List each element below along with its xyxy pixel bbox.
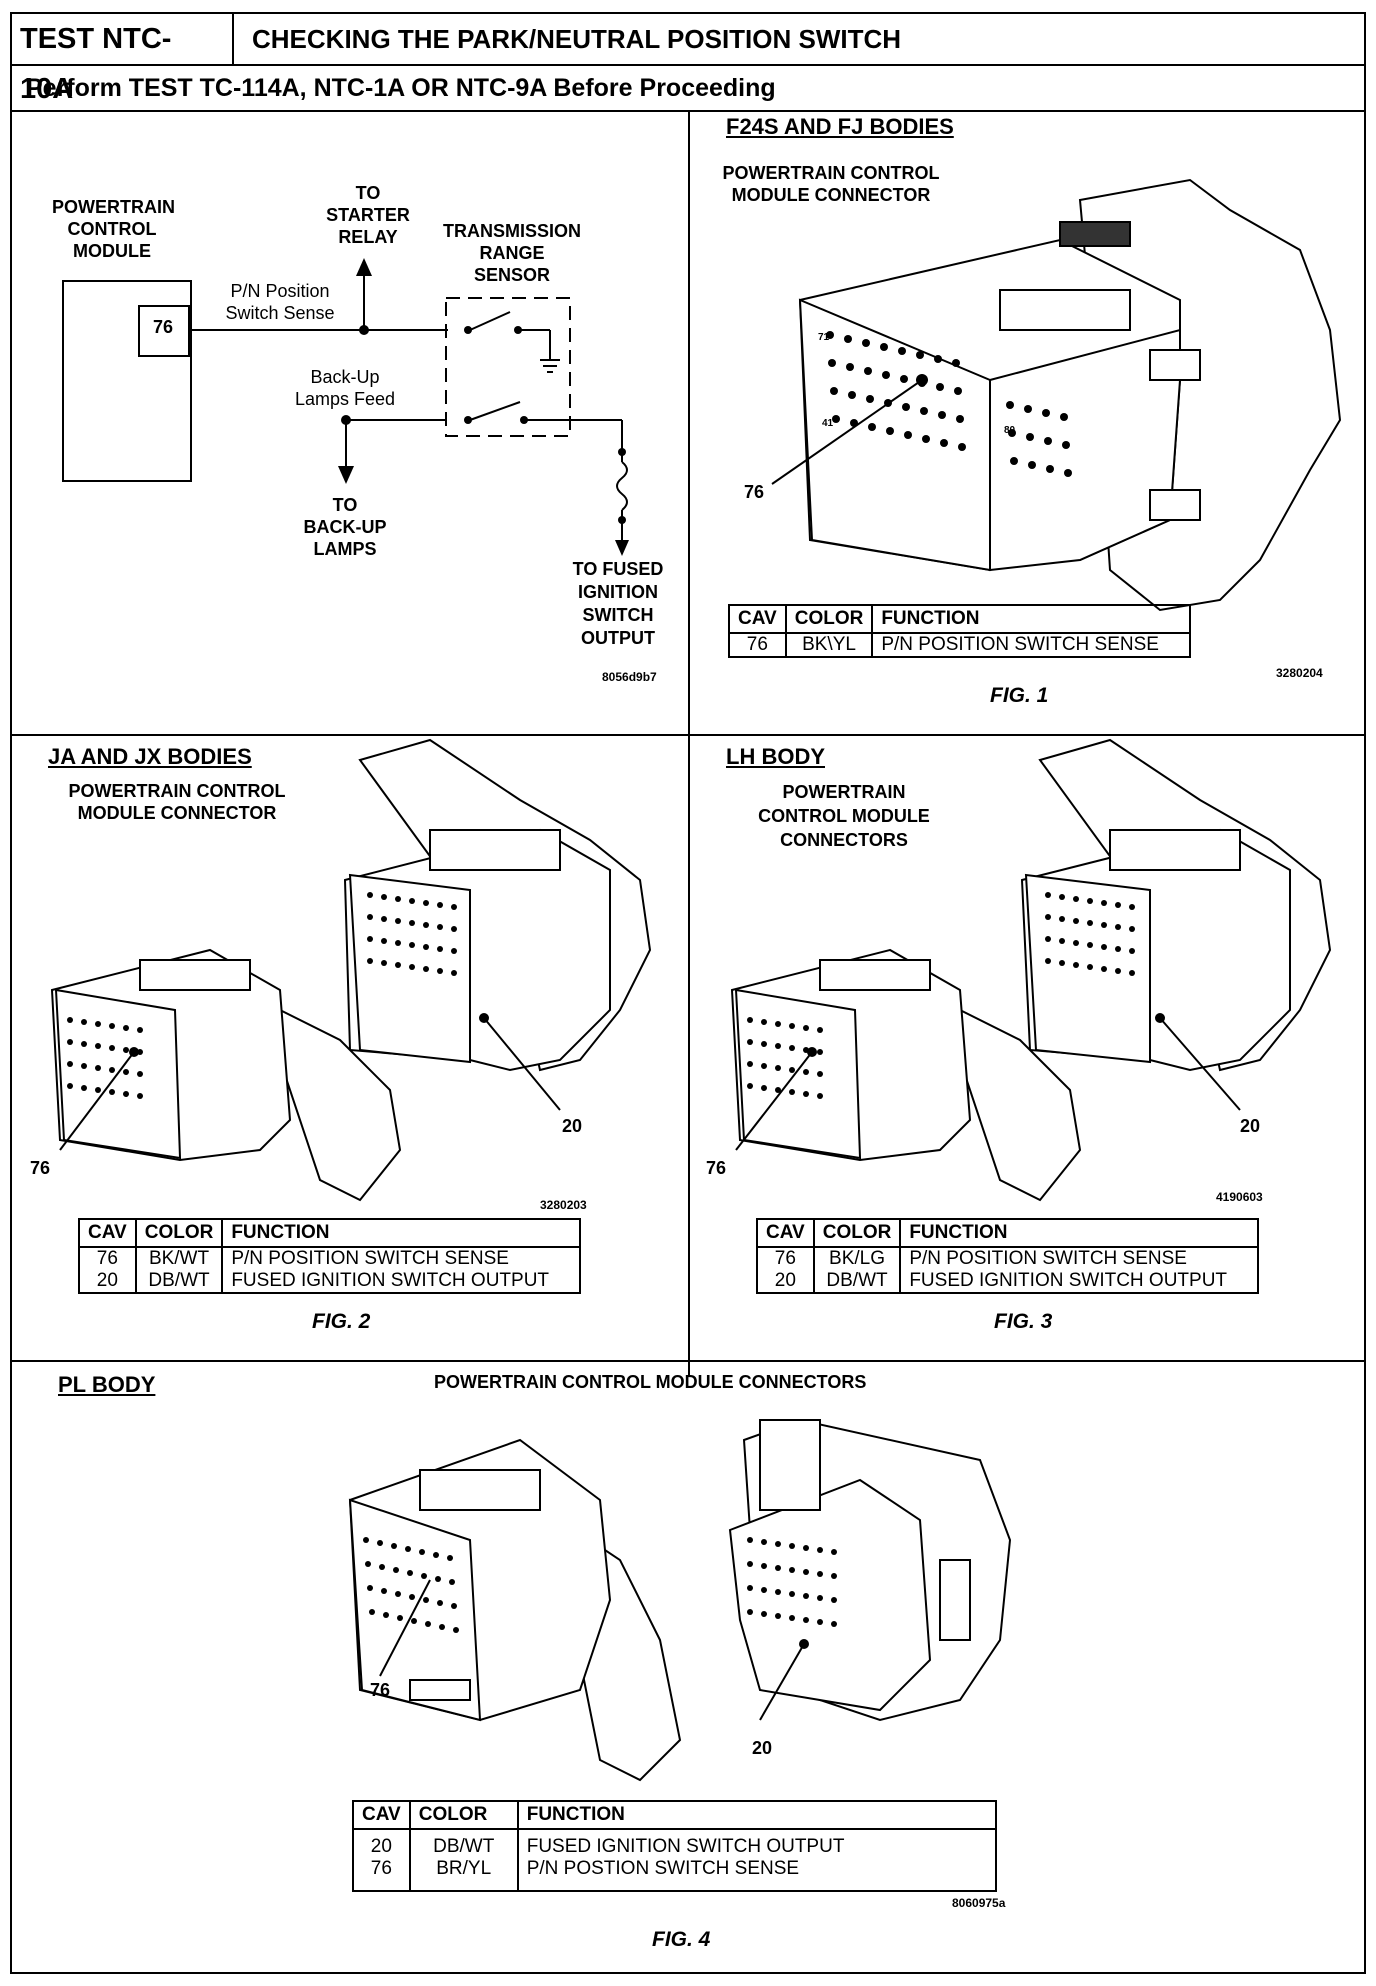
fig4-callout-76: 76 xyxy=(370,1680,391,1700)
table-row: 20 DB/WT FUSED IGNITION SWITCH OUTPUT xyxy=(352,1829,997,1858)
fig1-caption: FIG. 1 xyxy=(990,684,1049,707)
fig4-col-function: FUNCTION xyxy=(516,1800,997,1830)
header-bar: TEST NTC-10A CHECKING THE PARK/NEUTRAL P… xyxy=(12,14,1364,105)
fig3-heading: LH BODY xyxy=(726,744,825,769)
fig2-col-cav: CAV xyxy=(78,1218,137,1248)
fig2-col-function: FUNCTION xyxy=(221,1218,582,1248)
fig3-col-cav: CAV xyxy=(756,1218,815,1248)
page-frame: TEST NTC-10A CHECKING THE PARK/NEUTRAL P… xyxy=(10,12,1366,1974)
trs-label: TRANSMISSION RANGE SENSOR xyxy=(442,221,581,285)
fig1-pin-71: 71 xyxy=(818,332,830,343)
fig4-col-cav: CAV xyxy=(352,1800,411,1830)
fig1-cavity-table: CAV COLOR FUNCTION 76 BK\YL P/N POSITION… xyxy=(728,604,1192,658)
fig3-subheading: POWERTRAIN CONTROL MODULE CONNECTORS xyxy=(758,782,930,850)
schematic-wiring xyxy=(188,258,629,556)
fig1-col-color: COLOR xyxy=(784,604,874,634)
starter-relay-label: TO STARTER RELAY xyxy=(326,183,410,247)
fig1-callout: 76 xyxy=(744,482,765,502)
fig1-col-function: FUNCTION xyxy=(871,604,1192,634)
fig4-caption: FIG. 4 xyxy=(652,1928,711,1951)
schematic-code: 8056d9b7 xyxy=(602,670,657,684)
table-row: 76 BK/WT P/N POSITION SWITCH SENSE xyxy=(78,1247,582,1270)
fig1-heading: F24S AND FJ BODIES xyxy=(726,114,954,139)
fig3-caption: FIG. 3 xyxy=(994,1310,1053,1333)
pin-76-label: 76 xyxy=(152,317,174,337)
fig2-code: 3280203 xyxy=(540,1198,587,1212)
table-row: 20 DB/WT FUSED IGNITION SWITCH OUTPUT xyxy=(78,1270,582,1294)
divider-h-2 xyxy=(12,1360,1364,1362)
table-row: 20 DB/WT FUSED IGNITION SWITCH OUTPUT xyxy=(756,1270,1260,1294)
fig1-pin-41: 41 xyxy=(822,418,834,429)
table-row: 76 BK/LG P/N POSITION SWITCH SENSE xyxy=(756,1247,1260,1270)
fig3-col-color: COLOR xyxy=(812,1218,902,1248)
fig3-callout-76: 76 xyxy=(706,1158,727,1178)
fig2-subheading: POWERTRAIN CONTROL MODULE CONNECTOR xyxy=(68,781,286,823)
table-row: 76 BK\YL P/N POSITION SWITCH SENSE xyxy=(728,633,1192,658)
fig4-callout-20: 20 xyxy=(752,1738,773,1758)
page-title: CHECKING THE PARK/NEUTRAL POSITION SWITC… xyxy=(252,24,902,54)
fig4-code: 8060975a xyxy=(952,1896,1006,1910)
fig2-callout-20: 20 xyxy=(562,1116,583,1136)
fig4-subheading: POWERTRAIN CONTROL MODULE CONNECTORS xyxy=(434,1372,867,1392)
fig3-code: 4190603 xyxy=(1216,1190,1263,1204)
fig2-heading: JA AND JX BODIES xyxy=(48,744,252,769)
page-subtitle: Perform TEST TC-114A, NTC-1A OR NTC-9A B… xyxy=(12,66,1364,112)
fig3-col-function: FUNCTION xyxy=(899,1218,1260,1248)
fig2-callout-76: 76 xyxy=(30,1158,51,1178)
fig1-connector-drawing xyxy=(771,178,1342,612)
wire-label-backup-feed: Back-Up Lamps Feed xyxy=(294,367,396,409)
test-id: TEST NTC-10A xyxy=(12,14,234,105)
fig2-col-color: COLOR xyxy=(134,1218,224,1248)
table-row: 76 BR/YL P/N POSTION SWITCH SENSE xyxy=(352,1858,997,1892)
divider-v-top xyxy=(688,112,690,1376)
fig1-code: 3280204 xyxy=(1276,666,1323,680)
fig2-cavity-table: CAV COLOR FUNCTION 76 BK/WT P/N POSITION… xyxy=(78,1218,582,1294)
wire-label-pn-sense: P/N Position Switch Sense xyxy=(225,281,335,323)
fig3-callout-20: 20 xyxy=(1240,1116,1261,1136)
fig4-heading: PL BODY xyxy=(58,1372,156,1397)
fig4-col-color: COLOR xyxy=(408,1800,519,1830)
fig1-col-cav: CAV xyxy=(728,604,787,634)
backup-lamps-label: TO BACK-UP LAMPS xyxy=(303,495,387,559)
divider-h-1 xyxy=(12,734,1364,736)
pcm-box xyxy=(62,280,192,482)
fig4-cavity-table: CAV COLOR FUNCTION 20 DB/WT FUSED IGNITI… xyxy=(352,1800,997,1892)
fig2-caption: FIG. 2 xyxy=(312,1310,371,1333)
fig3-cavity-table: CAV COLOR FUNCTION 76 BK/LG P/N POSITION… xyxy=(756,1218,1260,1294)
fig1-pin-80: 80 xyxy=(1004,425,1016,436)
fig3-connector-drawing xyxy=(730,738,1332,1202)
fig2-connector-drawing xyxy=(50,738,652,1202)
fused-ignition-label: TO FUSED IGNITION SWITCH OUTPUT xyxy=(572,559,664,648)
fig1-subheading: POWERTRAIN CONTROL MODULE CONNECTOR xyxy=(722,163,940,205)
pcm-label: POWERTRAIN CONTROL MODULE xyxy=(52,197,175,261)
